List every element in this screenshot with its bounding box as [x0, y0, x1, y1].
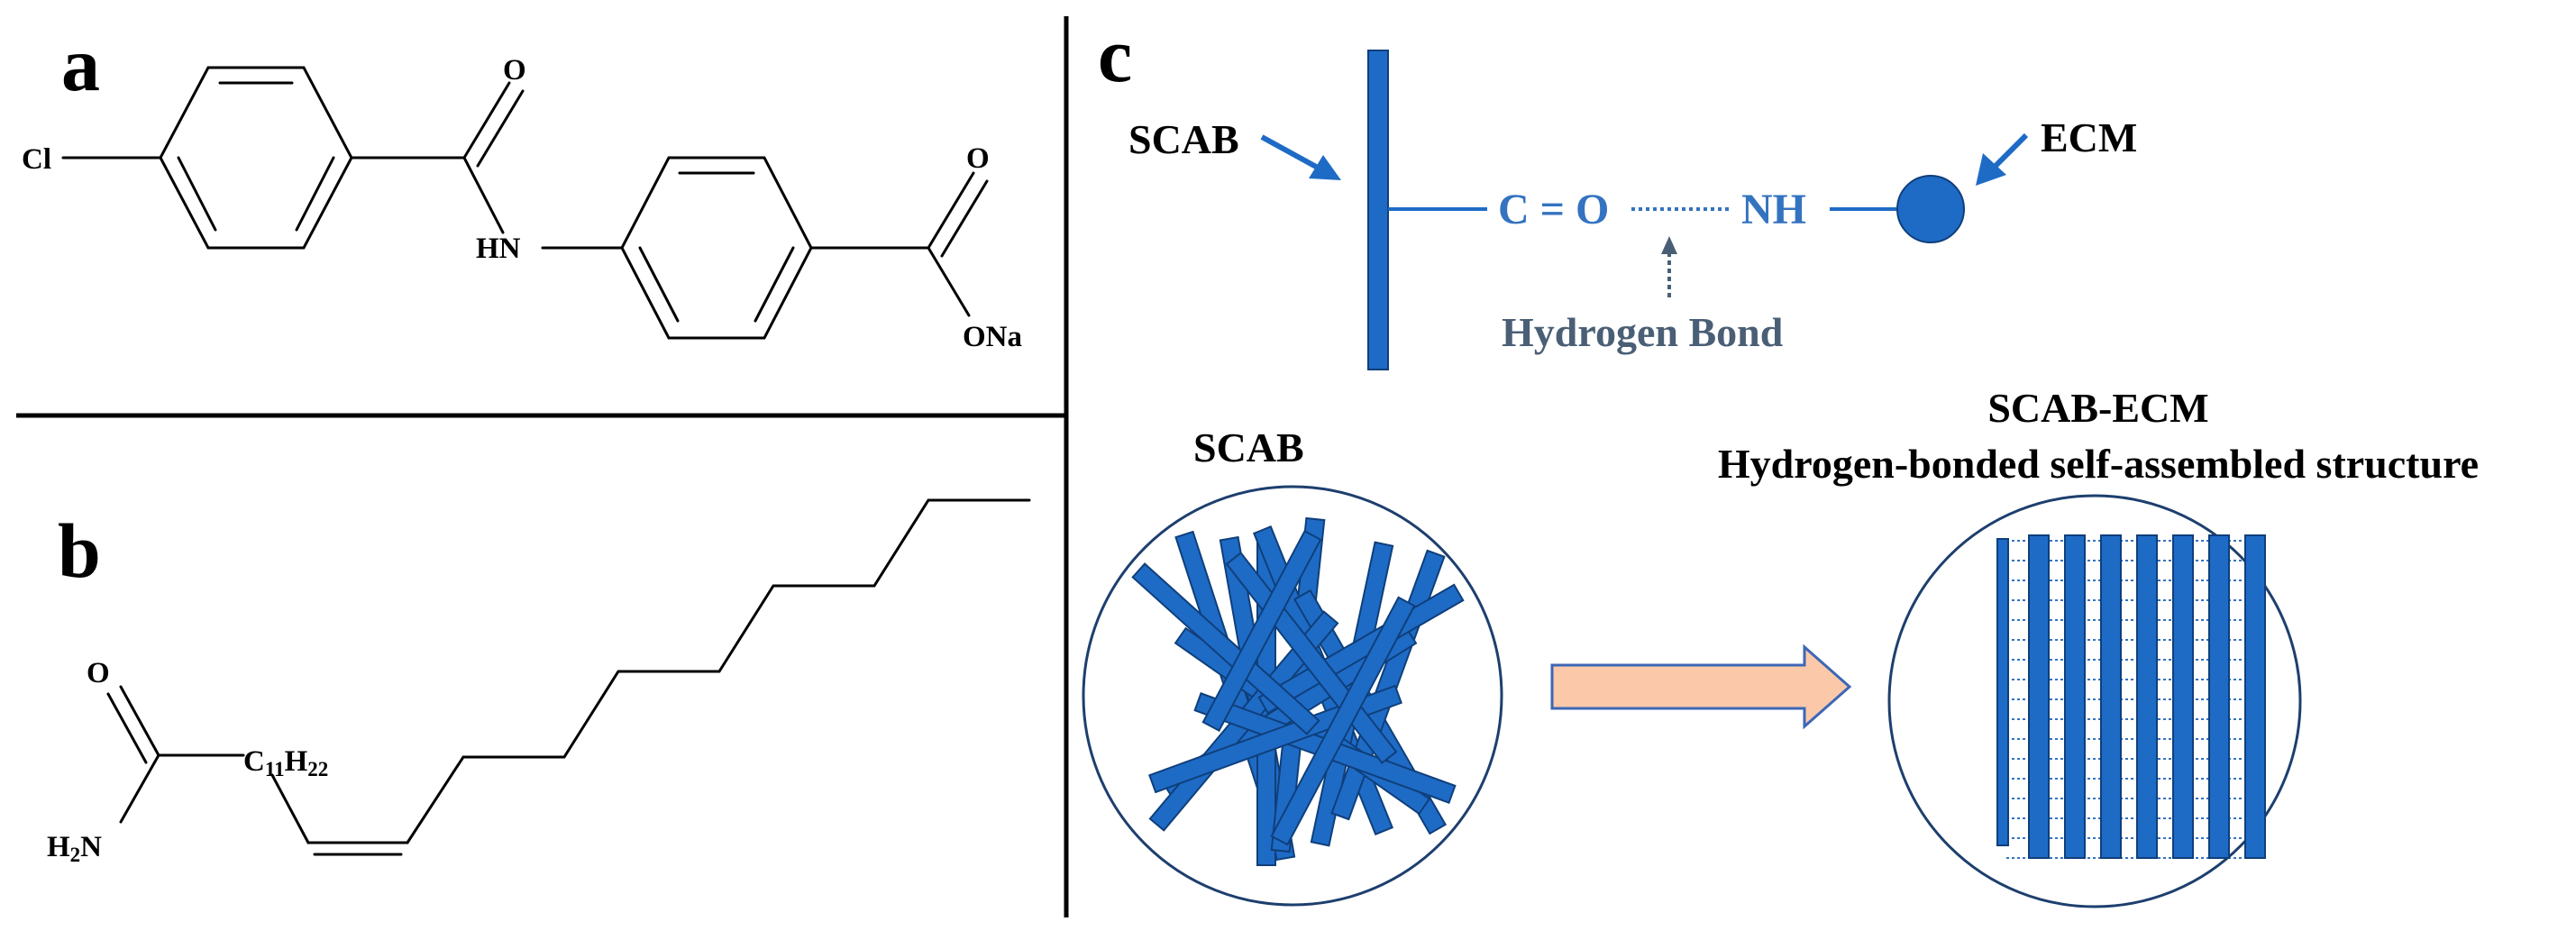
- ordered-rod-4: [2100, 534, 2122, 859]
- molecule-a-benzene-ring-2: [620, 156, 813, 340]
- transformation-arrow: [1550, 643, 1852, 730]
- molecule-b-h-symbol: H: [285, 745, 308, 778]
- molecule-b-c-symbol: C: [243, 745, 265, 778]
- hydrogen-bond-label: Hydrogen Bond: [1502, 309, 1784, 355]
- ordered-rod-8: [2244, 534, 2266, 859]
- ecm-pointer-arrow-shaft: [1991, 132, 2029, 170]
- panel-letter-b: b: [58, 507, 101, 594]
- molecule-b-c11h22-label: C11H22: [243, 745, 328, 780]
- disordered-rods: [1131, 516, 1465, 866]
- molecule-a-c-n-bond: [462, 156, 505, 234]
- ordered-structure-circle: [1887, 494, 2302, 908]
- disordered-rod-14: [1257, 583, 1465, 715]
- molecule-b-o-label: O: [87, 657, 110, 689]
- ordered-scab-ecm-group: [1887, 494, 2302, 908]
- panel-letter-a: a: [61, 21, 100, 107]
- left-circle-title: SCAB: [1193, 424, 1304, 470]
- hydrogen-bond-pointer-head: [1661, 236, 1677, 254]
- ordered-rod-5: [2136, 534, 2158, 859]
- scab-vertical-rod: [1367, 50, 1389, 370]
- carbonyl-label: C = O: [1498, 186, 1609, 233]
- ecm-sphere: [1896, 175, 1965, 243]
- molecule-b-c-subscript: 11: [265, 758, 285, 780]
- molecule-a-c-o-bond-1: [462, 81, 511, 160]
- ecm-pointer-label: ECM: [2041, 114, 2137, 160]
- ecm-pointer-arrow-head: [1976, 153, 2006, 186]
- molecule-a-c-o-bond-2: [476, 89, 525, 168]
- molecule-a-o-top-label: O: [503, 54, 526, 87]
- scab-pointer-arrow-head: [1309, 155, 1341, 180]
- molecule-b-chain-to-alkene: [270, 773, 310, 844]
- molecule-b-alkyl-chain: [406, 498, 1031, 844]
- molecule-a-ring1-inner-bond-3: [177, 156, 217, 232]
- amine-label: NH: [1741, 186, 1806, 233]
- molecule-b-h2n-label: H2N: [47, 831, 102, 866]
- ordered-rod-3: [2064, 534, 2086, 859]
- molecule-b-structure: [106, 498, 1031, 856]
- ordered-rod-1: [1996, 538, 2009, 846]
- molecule-b-c-o-bond-1: [119, 685, 160, 757]
- disordered-rod-17: [1270, 596, 1416, 846]
- molecule-a-carboxyl-o-bond-2: [940, 179, 989, 258]
- disordered-scab-group: [1082, 485, 1503, 907]
- molecule-b-c-o-bond-2: [106, 692, 148, 764]
- molecule-a-carboxyl-o-bond-1: [927, 171, 975, 250]
- molecule-a-o-right-label: O: [966, 142, 990, 175]
- molecule-b-h2n-subscript: 2: [70, 844, 81, 866]
- molecule-a-benzene-ring-1: [159, 66, 353, 250]
- molecule-a-ona-label: ONa: [963, 321, 1022, 353]
- molecule-a-structure: [61, 66, 989, 340]
- molecule-a-carboxyl-ona-bond: [927, 246, 971, 317]
- panel-letter-c: c: [1098, 12, 1132, 98]
- disordered-rod-15: [1131, 562, 1320, 735]
- ordered-dotted-lines: [2006, 540, 2259, 859]
- molecule-b-h-subscript: 22: [307, 758, 328, 780]
- molecule-a-cl-label: Cl: [22, 143, 51, 176]
- molecule-a-hn-label: HN: [476, 233, 521, 265]
- ordered-rod-7: [2208, 534, 2230, 859]
- molecule-a-ring2-inner-bond-2: [754, 246, 795, 323]
- scab-pointer-label: SCAB: [1128, 116, 1239, 162]
- molecule-a-ring1-inner-bond-2: [295, 156, 335, 232]
- scab-pointer-arrow-shaft: [1260, 134, 1320, 170]
- molecule-b-h2n-n: N: [80, 831, 102, 863]
- disordered-rod-18: [1201, 529, 1322, 733]
- molecule-a-ring2-inner-bond-3: [638, 246, 680, 323]
- ordered-rod-2: [2028, 534, 2050, 859]
- right-circle-title-line2: Hydrogen-bonded self-assembled structure: [1718, 441, 2479, 487]
- right-circle-title-line1: SCAB-ECM: [1987, 385, 2208, 431]
- molecule-b-h2n-h: H: [47, 831, 70, 863]
- ordered-rods: [1996, 534, 2266, 859]
- ordered-rod-6: [2172, 534, 2194, 859]
- molecule-b-c-n-bond: [119, 753, 160, 824]
